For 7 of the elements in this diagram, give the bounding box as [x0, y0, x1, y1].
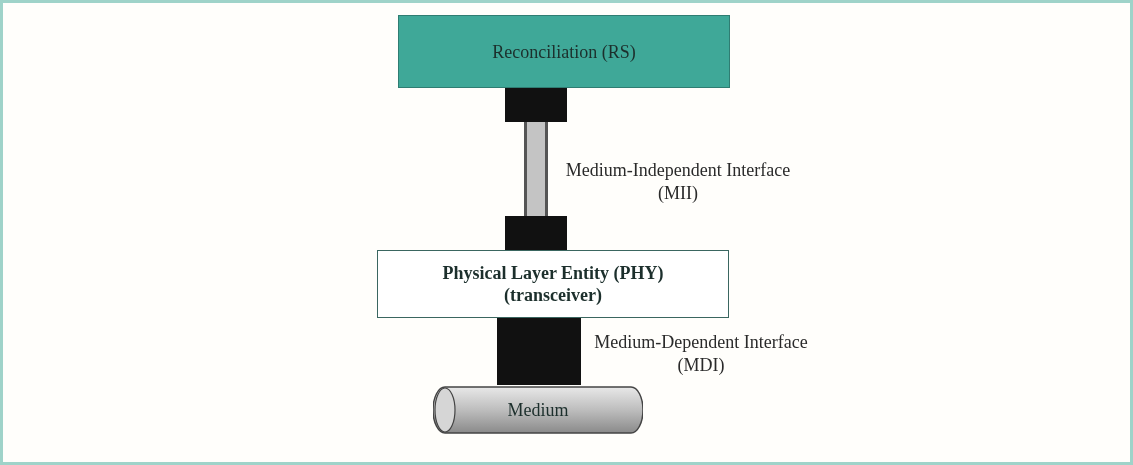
edge-label: Medium-Independent Interface (MII) [563, 159, 793, 205]
node-label: Physical Layer Entity (PHY) (transceiver) [441, 262, 665, 306]
layer-box [398, 15, 730, 88]
layer-box [377, 250, 729, 318]
interface-connector [497, 318, 581, 385]
node-label: Medium [507, 399, 569, 421]
node-label: Reconciliation (RS) [492, 40, 636, 63]
